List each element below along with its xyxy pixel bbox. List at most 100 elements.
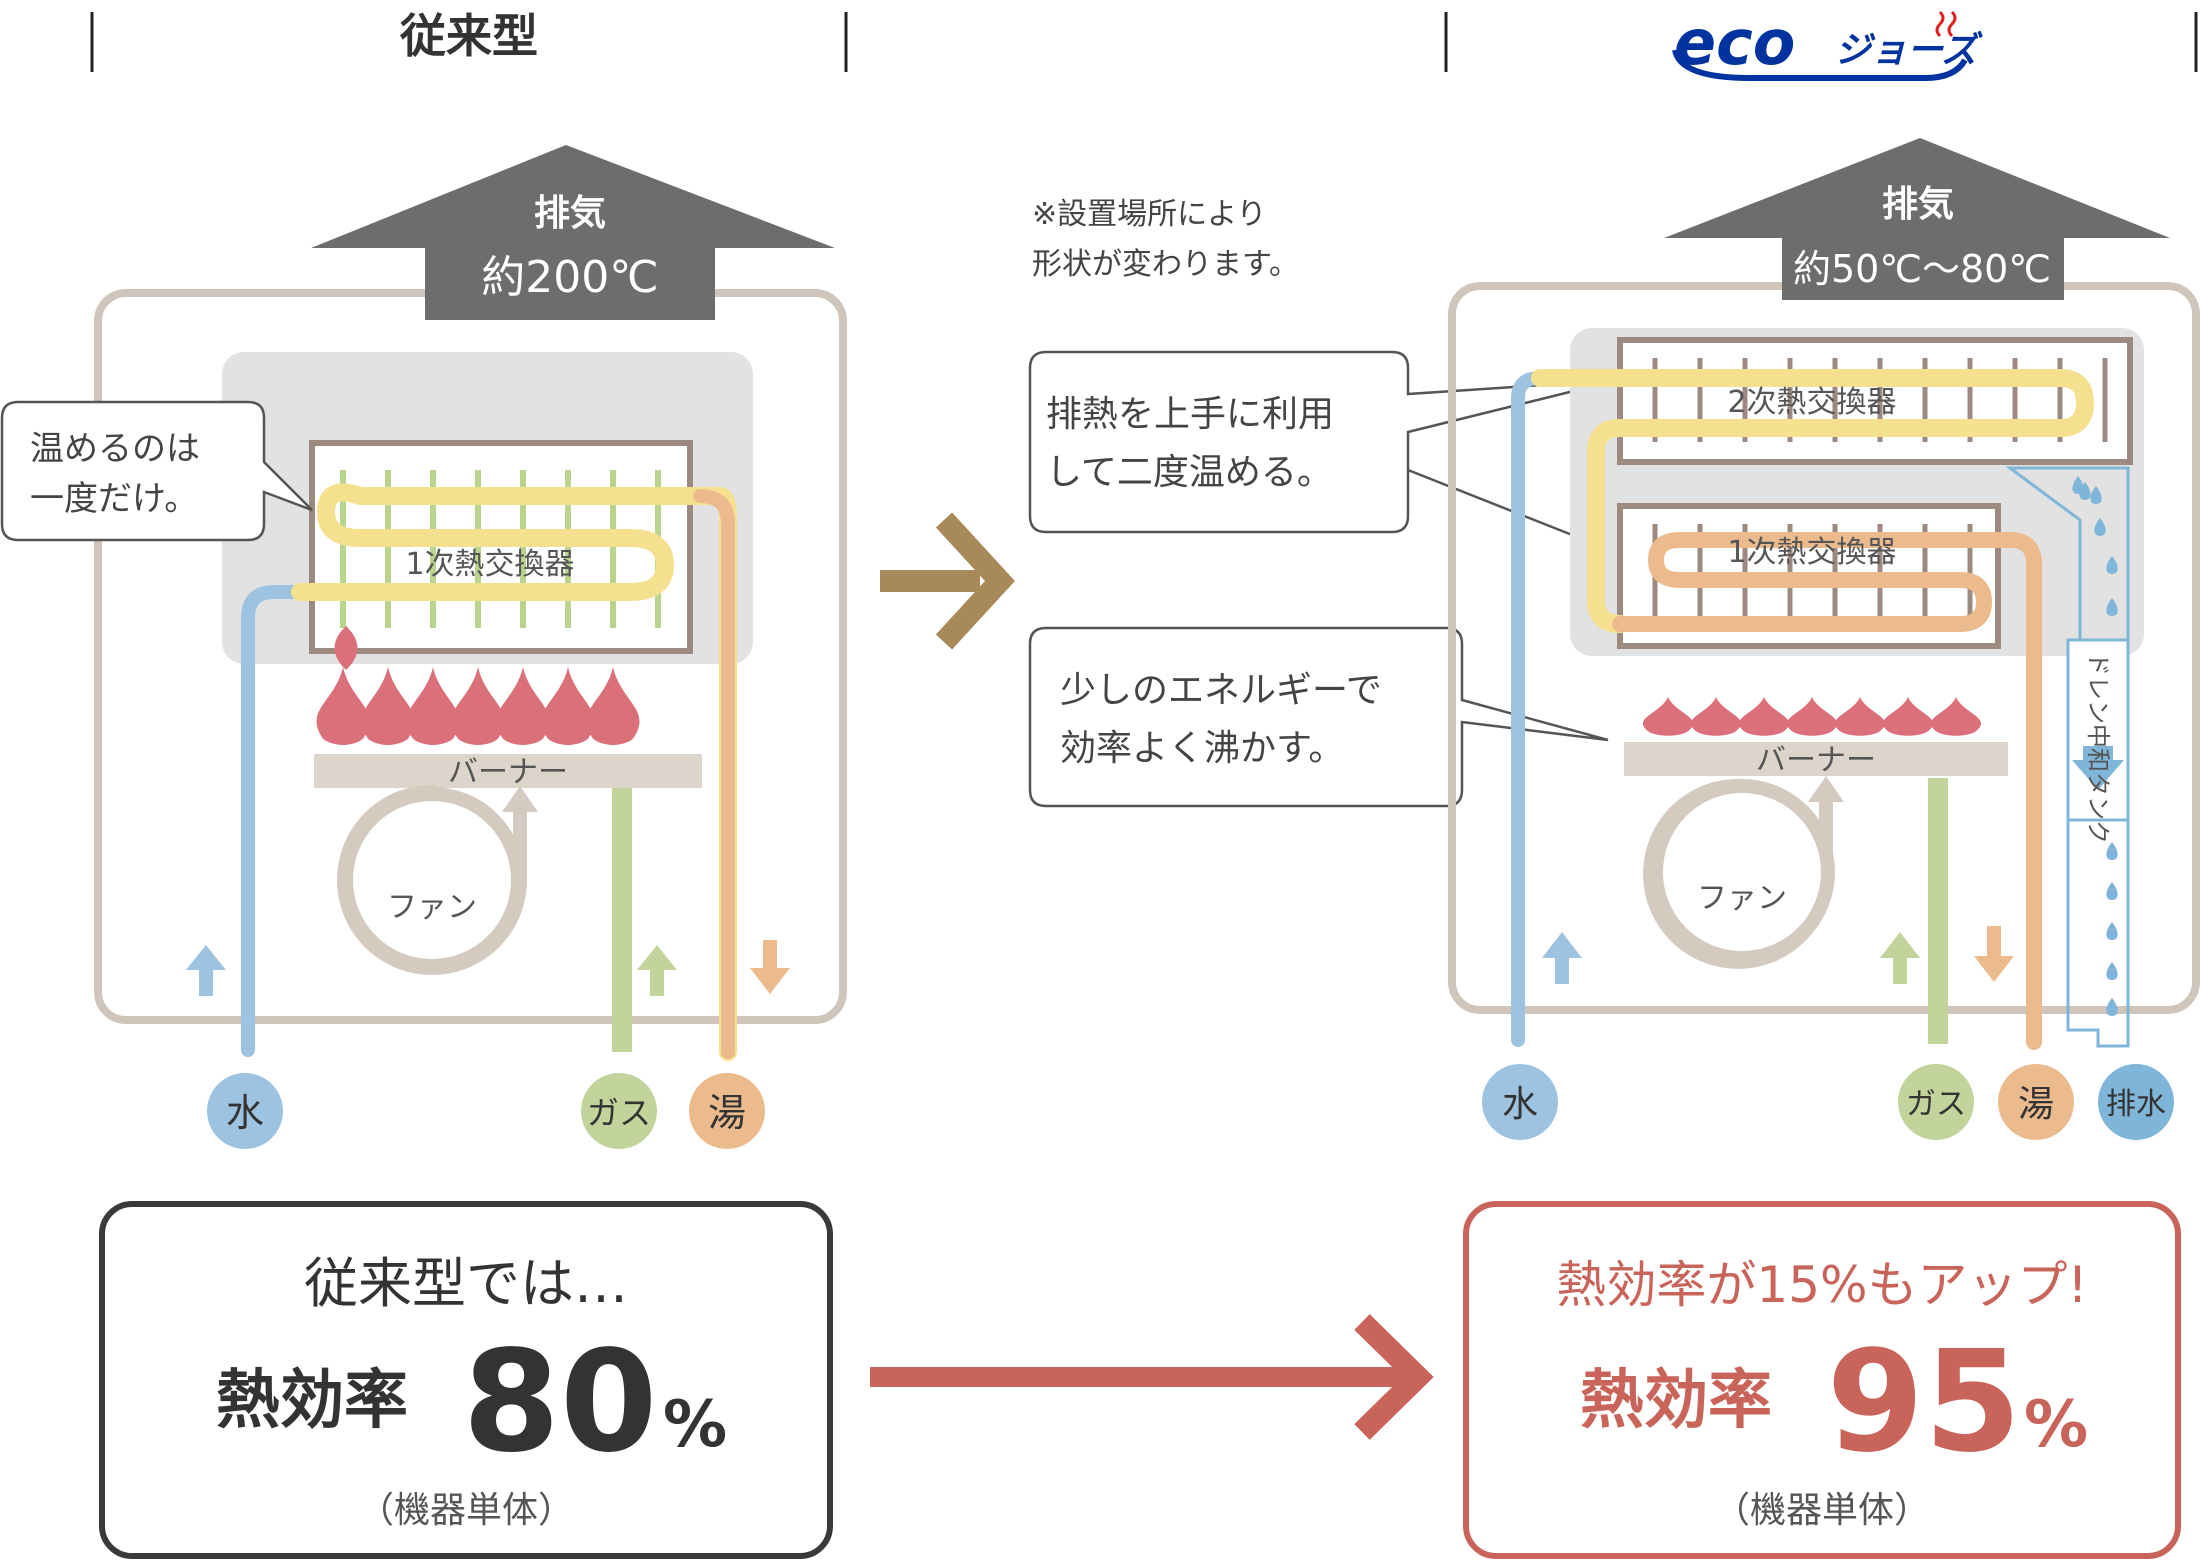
primary-coil <box>1612 532 2042 1050</box>
water-drop-icon <box>2094 518 2106 536</box>
water-drop-icon <box>2072 476 2084 494</box>
gas-in-arrow <box>1880 932 1920 984</box>
eco-note: （機器単体） <box>1714 1490 1930 1531</box>
exhaust-arrow: 排気 約50℃〜80℃ <box>1664 138 2170 300</box>
water-drop-icon <box>2106 962 2118 980</box>
water-in-arrow <box>1542 932 1582 984</box>
water-pipe <box>241 585 307 1057</box>
water-port: 水 <box>1482 1064 1558 1140</box>
burner-bar <box>314 754 702 788</box>
exhaust-arrow: 排気 約200℃ <box>311 145 835 320</box>
flame-icon <box>1882 697 1934 736</box>
flame-row <box>1642 697 1982 736</box>
gas-port-label: ガス <box>1906 1087 1966 1122</box>
callout-reuse-line2: して二度温める。 <box>1046 452 1333 493</box>
placement-note-line1: ※設置場所により <box>1032 197 1267 232</box>
flame-icon <box>1930 697 1982 736</box>
hot-water-port-label: 湯 <box>708 1091 746 1135</box>
callout-reuse-heat: 排熱を上手に利用 して二度温める。 <box>1028 350 1619 548</box>
burner-flames <box>334 626 358 670</box>
callout-once-line2: 一度だけ。 <box>30 479 198 519</box>
exhaust-temp: 約200℃ <box>481 252 658 303</box>
hot-water-pipe <box>693 489 735 1059</box>
flame-icon <box>1738 697 1790 736</box>
flame-icon <box>361 667 415 745</box>
callout-efficient-line1: 少しのエネルギーで <box>1060 670 1382 711</box>
eco-jozu-logo: eco ジョーズ <box>1672 6 1983 81</box>
water-in-arrow <box>186 945 226 996</box>
eco-efficiency-value: 95 <box>1827 1321 2022 1484</box>
exhaust-label: 排気 <box>534 193 606 234</box>
conventional-unit: 排気 約200℃ 1次熱交換器 バーナー フ <box>0 145 847 1149</box>
drain-tank-label: ドレン中和タンク <box>2084 652 2112 844</box>
conventional-note: （機器単体） <box>358 1490 574 1531</box>
flame-icon <box>1834 697 1886 736</box>
gas-port: ガス <box>581 1073 657 1149</box>
burner-label: バーナー <box>448 755 568 790</box>
primary-heat-exchanger-label: 1次熱交換器 <box>1727 535 1896 570</box>
fan-label: ファン <box>1697 881 1787 916</box>
middle-section: ※設置場所により 形状が変わります。 排熱を上手に利用 して二度温める。 少しの… <box>870 197 1619 1440</box>
drain-droplets <box>2072 476 2118 1016</box>
flame-icon <box>1642 697 1694 736</box>
water-port-label: 水 <box>226 1091 264 1135</box>
callout-efficient-line2: 効率よく沸かす。 <box>1060 728 1344 769</box>
eco-jozu-result-box: 熱効率が15%もアップ! 熱効率 95 % （機器単体） <box>1463 1201 2181 1559</box>
hot-water-port: 湯 <box>1998 1064 2074 1140</box>
exhaust-label: 排気 <box>1882 184 1954 225</box>
drain-port: 排水 <box>2098 1064 2174 1140</box>
fan-label: ファン <box>387 890 477 925</box>
water-drop-icon <box>2106 998 2118 1016</box>
transition-chevron-icon <box>880 512 1015 650</box>
gas-in-arrow <box>637 945 677 996</box>
placement-note-line2: 形状が変わります。 <box>1032 247 1299 282</box>
flame-icon <box>451 667 505 745</box>
flame-row <box>316 667 640 745</box>
flame-icon <box>406 667 460 745</box>
eco-heading: 熱効率が15%もアップ! <box>1556 1256 2087 1314</box>
hot-water-port-label: 湯 <box>2018 1084 2054 1125</box>
callout-once-line1: 温めるのは <box>30 429 200 469</box>
conventional-heading: 従来型では… <box>304 1252 628 1315</box>
gas-port: ガス <box>1898 1064 1974 1140</box>
header: 従来型 eco ジョーズ <box>90 6 2198 81</box>
flame-icon <box>541 667 595 745</box>
water-drop-icon <box>2106 598 2118 616</box>
burner-label: バーナー <box>1756 743 1876 778</box>
callout-reuse-line1: 排熱を上手に利用 <box>1046 394 1334 435</box>
drain-port-label: 排水 <box>2106 1087 2166 1122</box>
conventional-result-box: 従来型では… 熱効率 80 % （機器単体） <box>99 1201 833 1559</box>
conventional-efficiency-value: 80 <box>463 1321 658 1484</box>
steam-icon <box>1935 10 1957 38</box>
callout-once: 温めるのは 一度だけ。 <box>0 400 313 542</box>
logo-jozu-text: ジョーズ <box>1835 30 1983 71</box>
flame-icon <box>1690 697 1742 736</box>
water-drop-icon <box>2106 842 2118 860</box>
flame-icon <box>586 667 640 745</box>
water-port-label: 水 <box>1502 1084 1538 1125</box>
flame-icon <box>316 667 370 745</box>
conventional-percent: % <box>663 1388 727 1462</box>
water-drop-icon <box>2090 486 2102 504</box>
secondary-heat-exchanger <box>1617 337 2133 465</box>
water-port: 水 <box>207 1073 283 1149</box>
eco-percent: % <box>2024 1388 2088 1462</box>
logo-eco-text: eco <box>1674 6 1795 79</box>
water-pipe <box>1511 371 1547 1047</box>
water-drop-icon <box>2106 882 2118 900</box>
flame-icon <box>1786 697 1838 736</box>
hot-water-out-arrow <box>750 940 790 994</box>
flame-icon <box>496 667 550 745</box>
hot-water-port: 湯 <box>689 1073 765 1149</box>
secondary-coil <box>1531 369 2094 633</box>
exhaust-temp: 約50℃〜80℃ <box>1793 247 2051 291</box>
callout-efficient-boil: 少しのエネルギーで 効率よく沸かす。 <box>1028 626 1609 808</box>
improvement-arrow-icon <box>870 1314 1434 1440</box>
water-drop-icon <box>2106 556 2118 574</box>
gas-port-label: ガス <box>587 1094 651 1132</box>
fan: ファン <box>337 785 538 975</box>
left-title: 従来型 <box>399 9 538 63</box>
fan: ファン <box>1643 776 1844 969</box>
conventional-efficiency-label: 熱効率 <box>216 1364 408 1438</box>
